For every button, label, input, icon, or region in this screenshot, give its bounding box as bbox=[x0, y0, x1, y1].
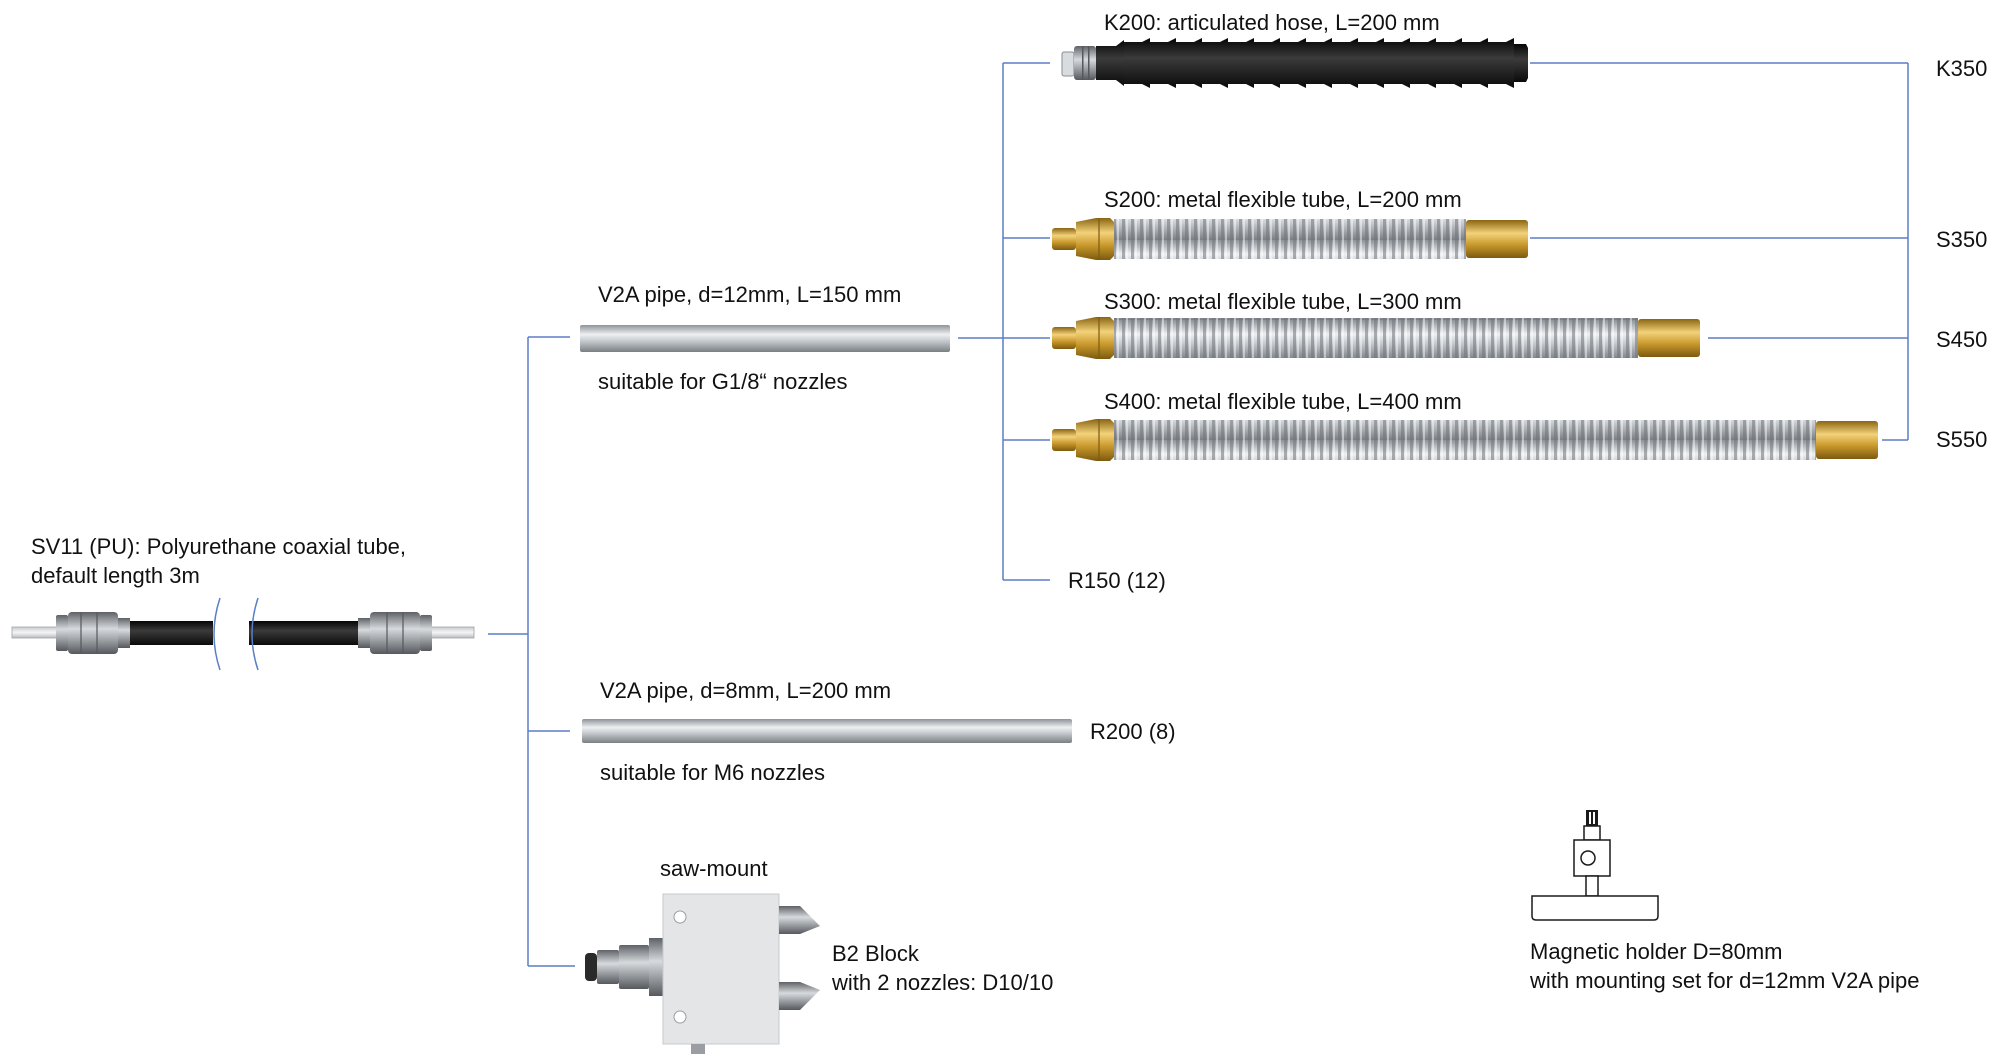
pipe8-note: suitable for M6 nozzles bbox=[600, 760, 825, 785]
b2-block-saw-mount-image bbox=[585, 893, 820, 1054]
s450-code: S450 bbox=[1936, 327, 1988, 352]
s400-title: S400: metal flexible tube, L=400 mm bbox=[1104, 389, 1462, 414]
s300-metal-flexible-tube-image bbox=[1052, 317, 1700, 359]
k200-title: K200: articulated hose, L=200 mm bbox=[1104, 10, 1440, 35]
v2a-pipe-12mm-image bbox=[580, 325, 950, 352]
b2-block-line2: with 2 nozzles: D10/10 bbox=[832, 970, 1054, 995]
sv11-title-line1: SV11 (PU): Polyurethane coaxial tube, bbox=[31, 534, 407, 559]
s200-title: S200: metal flexible tube, L=200 mm bbox=[1104, 187, 1462, 212]
magnetic-holder-line2: with mounting set for d=12mm V2A pipe bbox=[1530, 968, 1920, 993]
pipe12-note: suitable for G1/8“ nozzles bbox=[598, 369, 848, 394]
r150-code: R150 (12) bbox=[1068, 568, 1166, 593]
s350-code: S350 bbox=[1936, 227, 1988, 252]
s400-metal-flexible-tube-image bbox=[1052, 419, 1878, 461]
sv11-coaxial-tube-image bbox=[11, 597, 475, 671]
b2-block-line1: B2 Block bbox=[832, 941, 919, 966]
sv11-title-line2: default length 3m bbox=[31, 563, 200, 588]
s300-title: S300: metal flexible tube, L=300 mm bbox=[1104, 289, 1462, 314]
magnetic-holder-image bbox=[1531, 810, 1659, 921]
saw-mount-title: saw-mount bbox=[660, 856, 768, 881]
pipe12-title: V2A pipe, d=12mm, L=150 mm bbox=[598, 282, 902, 307]
magnetic-holder-line1: Magnetic holder D=80mm bbox=[1530, 939, 1783, 964]
r200-code: R200 (8) bbox=[1090, 719, 1176, 744]
k200-articulated-hose-image bbox=[1061, 38, 1528, 88]
connector-lines bbox=[488, 62, 1909, 967]
s550-code: S550 bbox=[1936, 427, 1988, 452]
v2a-pipe-8mm-image bbox=[582, 719, 1072, 743]
pipe8-title: V2A pipe, d=8mm, L=200 mm bbox=[600, 678, 892, 703]
s200-metal-flexible-tube-image bbox=[1052, 218, 1528, 260]
k350-code: K350 bbox=[1936, 56, 1988, 81]
